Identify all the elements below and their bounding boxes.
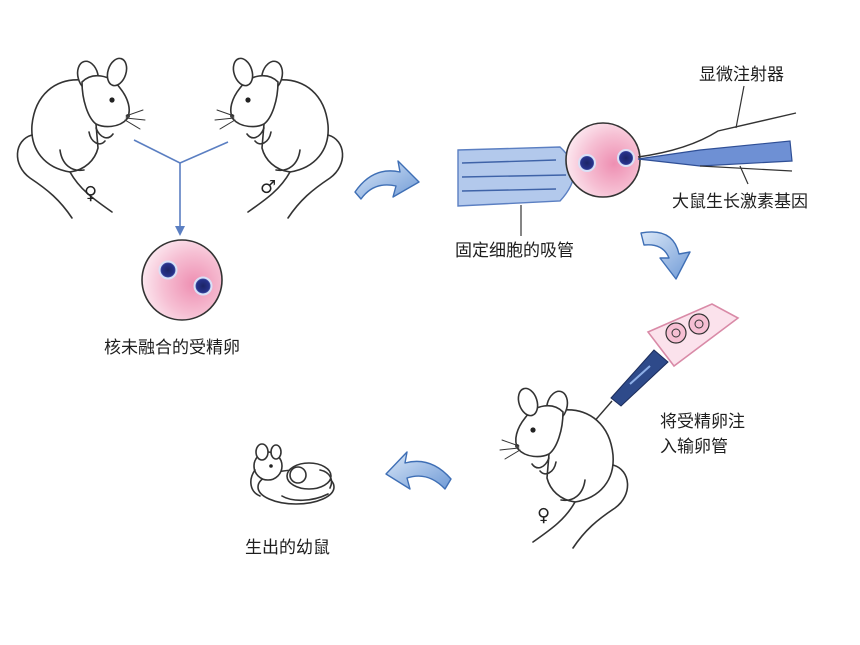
zygote-label: 核未融合的受精卵 [104,338,240,358]
egg-icon [688,313,710,335]
offspring-label: 生出的幼鼠 [245,538,330,558]
pronucleus [617,149,635,167]
transfer-label-line2: 入输卵管 [660,437,728,457]
male-symbol: ♂ [260,177,276,198]
curved-arrow-right-icon [354,160,420,200]
egg-icon [665,322,687,344]
offspring-mice [250,443,335,505]
arrow-head-icon [175,226,185,236]
growth-hormone-gene-label: 大鼠生长激素基因 [672,192,808,212]
curved-arrow-down-icon [640,231,691,280]
holding-pipette-label: 固定细胞的吸管 [455,241,574,261]
microinjector-needle [637,112,797,172]
recipient-female-mouse [499,385,629,549]
female-pronucleus [158,260,178,280]
held-egg [565,122,641,198]
mating-connector [133,139,229,236]
microinjector-label: 显微注射器 [699,65,784,85]
female-recipient-symbol: ♀ [537,505,550,526]
microinjector-leader [735,85,745,129]
holding-pipette [457,146,575,207]
gene-leader [739,165,749,185]
curved-arrow-left-icon [385,451,452,490]
male-pronucleus [193,276,213,296]
zygote-egg [141,239,223,321]
transfer-label-line1: 将受精卵注 [660,412,745,432]
pronucleus [578,154,596,172]
transfer-pipette [591,303,740,425]
male-donor-mouse [214,55,344,219]
female-donor-mouse [16,55,146,219]
female-symbol: ♀ [84,183,97,204]
